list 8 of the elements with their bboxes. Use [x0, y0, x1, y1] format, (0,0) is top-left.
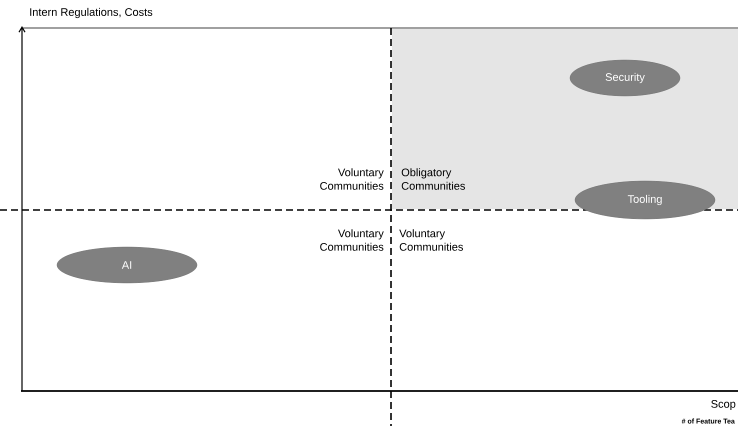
quadrant-label: Voluntary Communities	[399, 229, 463, 251]
ellipse-label: AI	[56, 246, 198, 284]
ellipse-label: Tooling	[574, 180, 716, 220]
ellipse-label: Security	[570, 60, 680, 96]
axis-label: Intern Regulations, Costs	[30, 8, 152, 18]
quadrant-label: Voluntary Communities	[320, 168, 384, 190]
axis-label: Scop	[711, 400, 736, 410]
quadrant-label: Voluntary Communities	[320, 229, 384, 251]
